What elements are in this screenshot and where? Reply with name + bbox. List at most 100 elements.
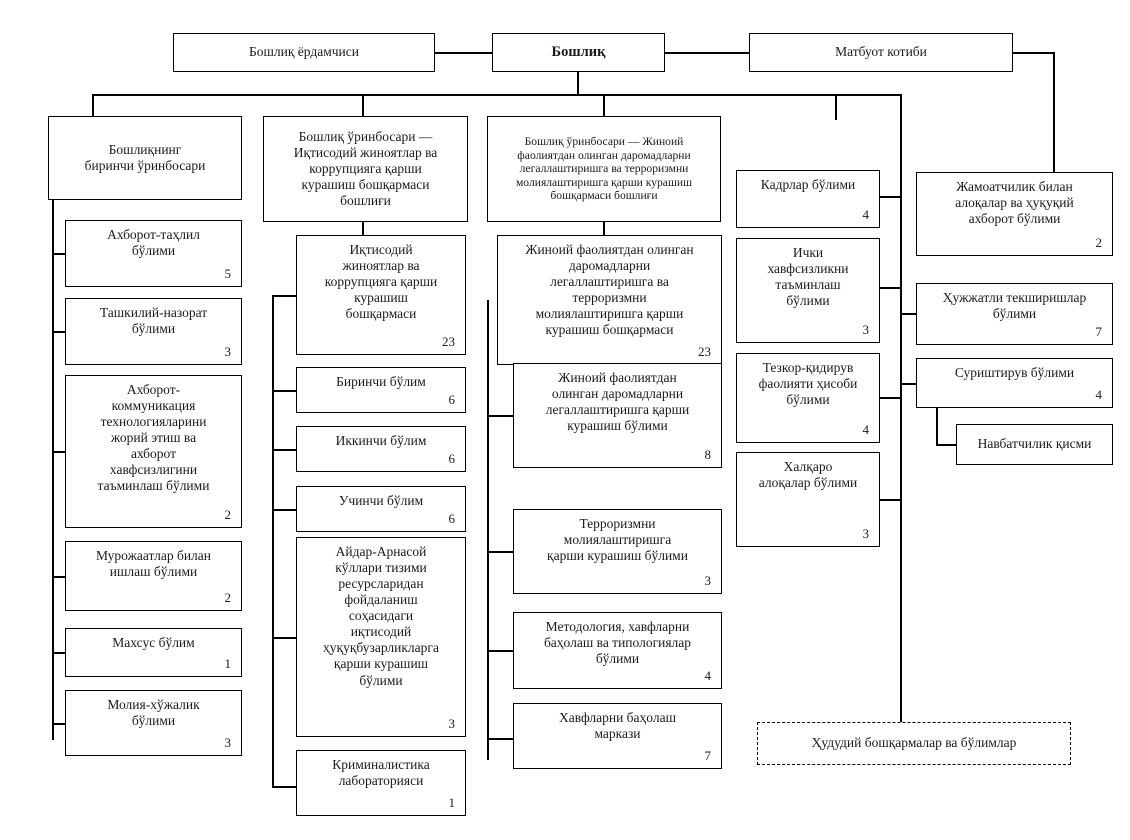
bus-drop-col3: [603, 94, 605, 116]
col1-stub-0: [52, 253, 65, 255]
node-label: Кадрлар бўлими: [760, 177, 856, 192]
node-count: 4: [862, 207, 870, 222]
node-count: 2: [224, 507, 232, 522]
node-count: 2: [1095, 235, 1103, 250]
node-count: 4: [1095, 387, 1103, 402]
col4-stub-1: [880, 287, 901, 289]
col4-stub-2: [880, 397, 901, 399]
node-chief-assistant[interactable]: Бошлиқ ёрдамчиси: [173, 33, 435, 72]
node-label: Суриштирув бўлими: [954, 365, 1075, 380]
node-label: Бошлиқ ўринбосари — Жиноий фаолиятдан ол…: [515, 135, 693, 203]
node-col4-item-2[interactable]: Тезкор-қидирув фаолияти ҳисоби бўлими 4: [736, 353, 880, 443]
node-col3-item-2[interactable]: Терроризмни молиялаштиришга қарши кураши…: [513, 509, 722, 594]
col3-stub-2: [487, 551, 513, 553]
connector-chief-to-press: [665, 52, 749, 54]
node-col3-item-4[interactable]: Хавфларни баҳолаш маркази 7: [513, 703, 722, 769]
node-label: Ахборот- коммуникация технологияларини ж…: [97, 382, 210, 494]
node-count: 3: [224, 735, 232, 750]
node-col2-item-1[interactable]: Биринчи бўлим 6: [296, 367, 466, 413]
node-col3-item-0[interactable]: Жиноий фаолиятдан олинган даромадларни л…: [497, 235, 722, 365]
node-col3-item-3[interactable]: Методология, хавфларни баҳолаш ва типоло…: [513, 612, 722, 689]
node-label: Ҳудудий бошқармалар ва бўлимлар: [811, 735, 1017, 751]
main-bus: [92, 94, 836, 96]
col5-stub-2: [900, 383, 916, 385]
col3-head-drop: [603, 222, 605, 235]
node-label: Айдар-Арнасой кўллари тизими ресурсларид…: [323, 544, 439, 688]
node-col2-item-5[interactable]: Криминалистика лабораторияси 1: [296, 750, 466, 816]
node-label: Учинчи бўлим: [338, 493, 424, 508]
col1-stub-5: [52, 723, 65, 725]
connector-press-right: [1013, 52, 1053, 54]
col2-stub-1: [272, 390, 296, 392]
node-col4-item-0[interactable]: Кадрлар бўлими 4: [736, 170, 880, 228]
node-count: 3: [862, 322, 870, 337]
node-count: 6: [448, 511, 456, 526]
col2-stub-3: [272, 509, 296, 511]
node-label: Тезкор-қидирув фаолияти ҳисоби бўлими: [758, 360, 858, 408]
col4-stub-0: [880, 196, 901, 198]
col2-stub-5: [272, 786, 296, 788]
bus-drop-col1: [92, 94, 94, 116]
col4-stub-3: [880, 499, 901, 501]
col5-subspine: [936, 408, 938, 445]
node-count: 3: [704, 573, 712, 588]
col2-stub-2: [272, 449, 296, 451]
node-label: Бошлиқ: [551, 43, 606, 60]
col4-spine: [900, 94, 902, 724]
col3-stub-3: [487, 650, 513, 652]
col2-stub-4: [272, 637, 296, 639]
node-count: 2: [224, 590, 232, 605]
node-label: Методология, хавфларни баҳолаш ва типоло…: [543, 619, 692, 667]
node-label: Криминалистика лабораторияси: [332, 757, 430, 789]
node-col5-item-3[interactable]: Навбатчилик қисми: [956, 424, 1113, 465]
col5-substub: [936, 444, 956, 446]
node-col2-item-4[interactable]: Айдар-Арнасой кўллари тизими ресурсларид…: [296, 537, 466, 737]
col5-stub-1: [900, 313, 916, 315]
node-count: 5: [224, 266, 232, 281]
node-col3-item-1[interactable]: Жиноий фаолиятдан олинган даромадларни л…: [513, 363, 722, 468]
node-col2-item-0[interactable]: Иқтисодий жиноятлар ва коррупцияга қарши…: [296, 235, 466, 355]
node-count: 4: [704, 668, 712, 684]
node-label: Бошлиқ ёрдамчиси: [249, 44, 359, 60]
node-col1-item-0[interactable]: Ахборот-таҳлил бўлими 5: [65, 220, 242, 287]
node-regional-departments[interactable]: Ҳудудий бошқармалар ва бўлимлар: [757, 722, 1071, 765]
connector-assistant-to-chief: [435, 52, 492, 54]
node-label: Жамоатчилик билан алоқалар ва ҳуқуқий ах…: [955, 179, 1074, 227]
node-label: Ҳужжатли текширишлар бўлими: [942, 290, 1087, 322]
node-label: Ташкилий-назорат бўлими: [99, 305, 208, 337]
node-col4-item-3[interactable]: Халқаро алоқалар бўлими 3: [736, 452, 880, 547]
col1-stub-2: [52, 451, 65, 453]
col2-head-drop: [362, 222, 364, 235]
node-label: Молия-хўжалик бўлими: [107, 697, 200, 729]
node-col1-item-4[interactable]: Махсус бўлим 1: [65, 628, 242, 677]
node-label: Мурожаатлар билан ишлаш бўлими: [95, 548, 211, 580]
node-label: Бошлиқнинг биринчи ўринбосари: [84, 141, 206, 173]
node-press-secretary[interactable]: Матбуот котиби: [749, 33, 1013, 72]
node-col1-item-5[interactable]: Молия-хўжалик бўлими 3: [65, 690, 242, 756]
node-col5-item-0[interactable]: Жамоатчилик билан алоқалар ва ҳуқуқий ах…: [916, 172, 1113, 256]
col1-stub-4: [52, 652, 65, 654]
col1-stub-3: [52, 576, 65, 578]
node-col3-head[interactable]: Бошлиқ ўринбосари — Жиноий фаолиятдан ол…: [487, 116, 721, 222]
node-label: Жиноий фаолиятдан олинган даромадларни л…: [525, 242, 694, 338]
node-label: Бошлиқ ўринбосари — Иқтисодий жиноятлар …: [293, 128, 438, 209]
node-col2-head[interactable]: Бошлиқ ўринбосари — Иқтисодий жиноятлар …: [263, 116, 468, 222]
node-col5-item-2[interactable]: Суриштирув бўлими 4: [916, 358, 1113, 408]
col1-spine: [52, 200, 54, 740]
node-label: Биринчи бўлим: [336, 374, 426, 389]
node-col1-item-2[interactable]: Ахборот- коммуникация технологияларини ж…: [65, 375, 242, 528]
col3-stub-4: [487, 738, 513, 740]
node-col2-item-2[interactable]: Иккинчи бўлим 6: [296, 426, 466, 472]
node-col2-item-3[interactable]: Учинчи бўлим 6: [296, 486, 466, 532]
node-col4-item-1[interactable]: Ички хавфсизликни таъминлаш бўлими 3: [736, 238, 880, 343]
node-count: 23: [442, 334, 455, 349]
node-col1-item-3[interactable]: Мурожаатлар билан ишлаш бўлими 2: [65, 541, 242, 611]
node-col1-item-1[interactable]: Ташкилий-назорат бўлими 3: [65, 298, 242, 365]
col2-spine: [272, 295, 274, 787]
node-chief[interactable]: Бошлиқ: [492, 33, 665, 72]
node-label: Жиноий фаолиятдан олинган даромадларни л…: [545, 370, 690, 434]
node-col5-item-1[interactable]: Ҳужжатли текширишлар бўлими 7: [916, 283, 1113, 345]
bus-drop-col2: [362, 94, 364, 116]
node-col1-head[interactable]: Бошлиқнинг биринчи ўринбосари: [48, 116, 242, 200]
node-label: Халқаро алоқалар бўлими: [758, 459, 858, 491]
